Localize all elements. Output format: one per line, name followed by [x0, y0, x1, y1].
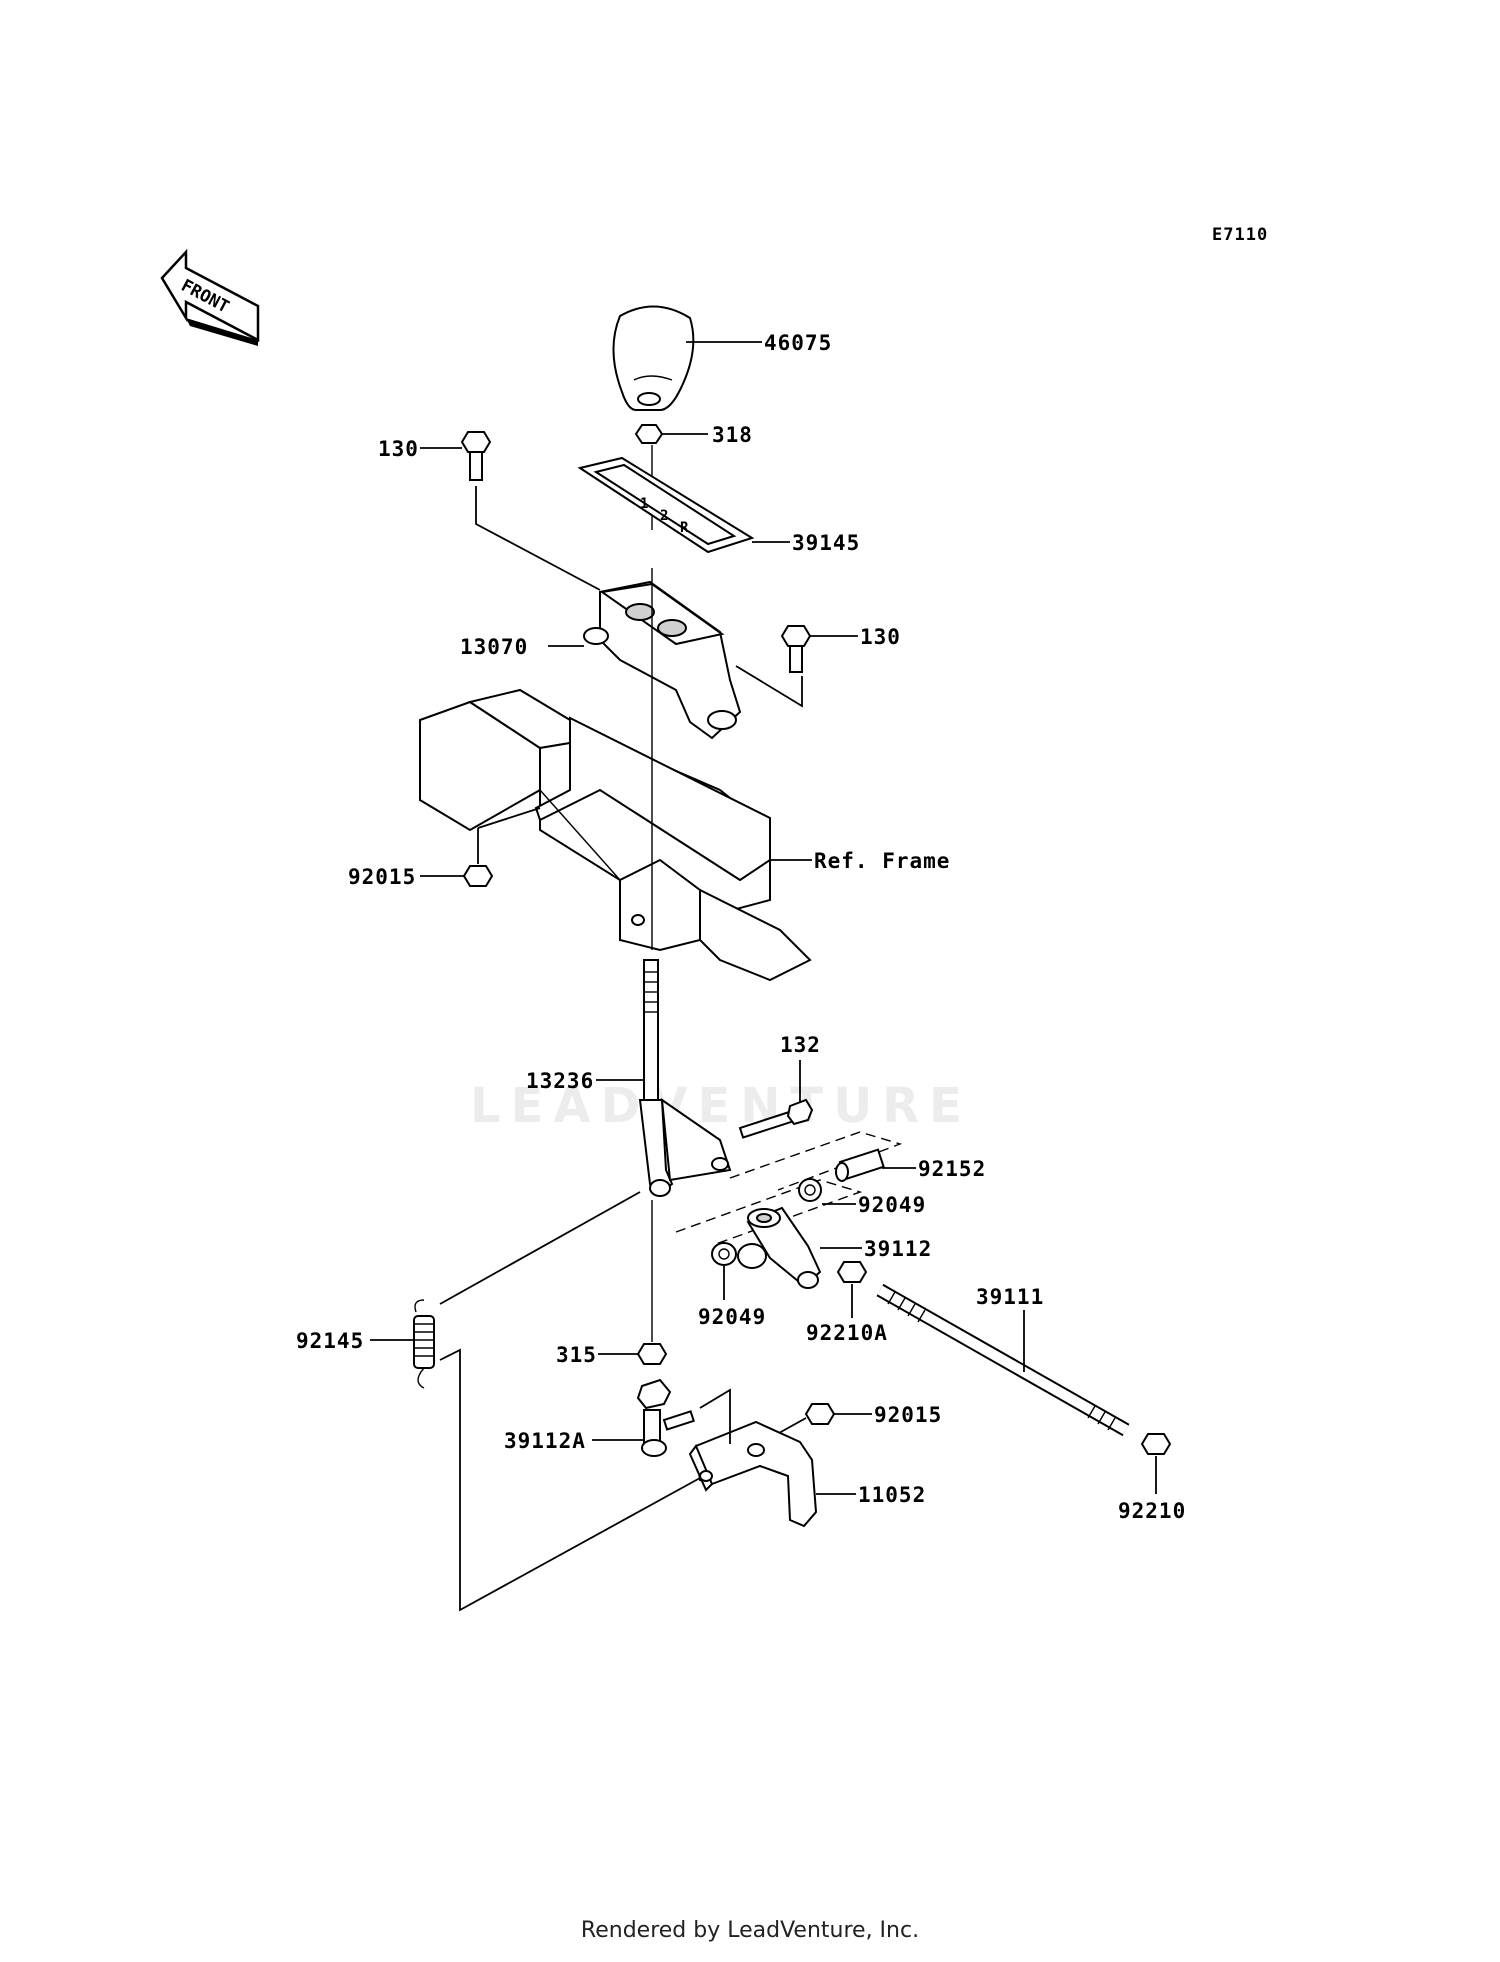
- nut-318: [634, 424, 664, 444]
- label-92015-lower: 92015: [874, 1403, 942, 1427]
- label-315: 315: [556, 1343, 597, 1367]
- nut-92210A: [836, 1261, 868, 1283]
- nut-92015-lower: [804, 1403, 836, 1425]
- shift-gate-plate: 1 2 R: [577, 456, 755, 554]
- svg-text:1: 1: [640, 496, 648, 512]
- label-13070: 13070: [460, 635, 528, 659]
- label-318: 318: [712, 423, 753, 447]
- nut-315: [636, 1343, 668, 1365]
- washer-92049-upper: [798, 1178, 822, 1202]
- watermark: LEADVENTURE: [470, 1078, 972, 1134]
- nut-92015-upper: [462, 865, 494, 887]
- bolt-130-right: [780, 625, 812, 673]
- label-92049-upper: 92049: [858, 1193, 926, 1217]
- svg-text:R: R: [680, 520, 689, 536]
- bolt-132: [738, 1098, 814, 1139]
- label-ref-frame: Ref. Frame: [814, 849, 950, 873]
- label-92049-lower: 92049: [698, 1305, 766, 1329]
- shift-housing: [583, 580, 742, 740]
- label-92145: 92145: [296, 1329, 364, 1353]
- label-132: 132: [780, 1033, 821, 1057]
- spring-92145: [413, 1299, 435, 1389]
- label-130-right: 130: [860, 625, 901, 649]
- ball-joint-39112A: [636, 1378, 695, 1457]
- label-39111: 39111: [976, 1285, 1044, 1309]
- shift-rod-13236: [638, 959, 732, 1197]
- label-46075: 46075: [764, 331, 832, 355]
- bolt-130-left: [460, 431, 492, 481]
- diagram-code: E7110: [1212, 225, 1268, 245]
- bracket-11052: [688, 1420, 818, 1528]
- svg-text:2: 2: [660, 508, 668, 524]
- rod-39111: [876, 1283, 1130, 1437]
- label-92152: 92152: [918, 1157, 986, 1181]
- front-arrow-icon: FRONT: [160, 248, 260, 346]
- label-130-left: 130: [378, 437, 419, 461]
- collar-92152: [835, 1148, 885, 1182]
- label-39145: 39145: [792, 531, 860, 555]
- label-11052: 11052: [858, 1483, 926, 1507]
- label-39112: 39112: [864, 1237, 932, 1261]
- nut-92210: [1140, 1433, 1172, 1455]
- label-92210A: 92210A: [806, 1321, 888, 1345]
- footer-credit: Rendered by LeadVenture, Inc.: [580, 1918, 920, 1943]
- washer-92049-lower: [711, 1242, 737, 1266]
- label-92210: 92210: [1118, 1499, 1186, 1523]
- label-39112A: 39112A: [504, 1429, 586, 1453]
- frame-reference: [419, 688, 812, 982]
- shift-knob: [612, 305, 695, 411]
- label-13236: 13236: [526, 1069, 594, 1093]
- label-92015-upper: 92015: [348, 865, 416, 889]
- lever-39112: [737, 1206, 822, 1289]
